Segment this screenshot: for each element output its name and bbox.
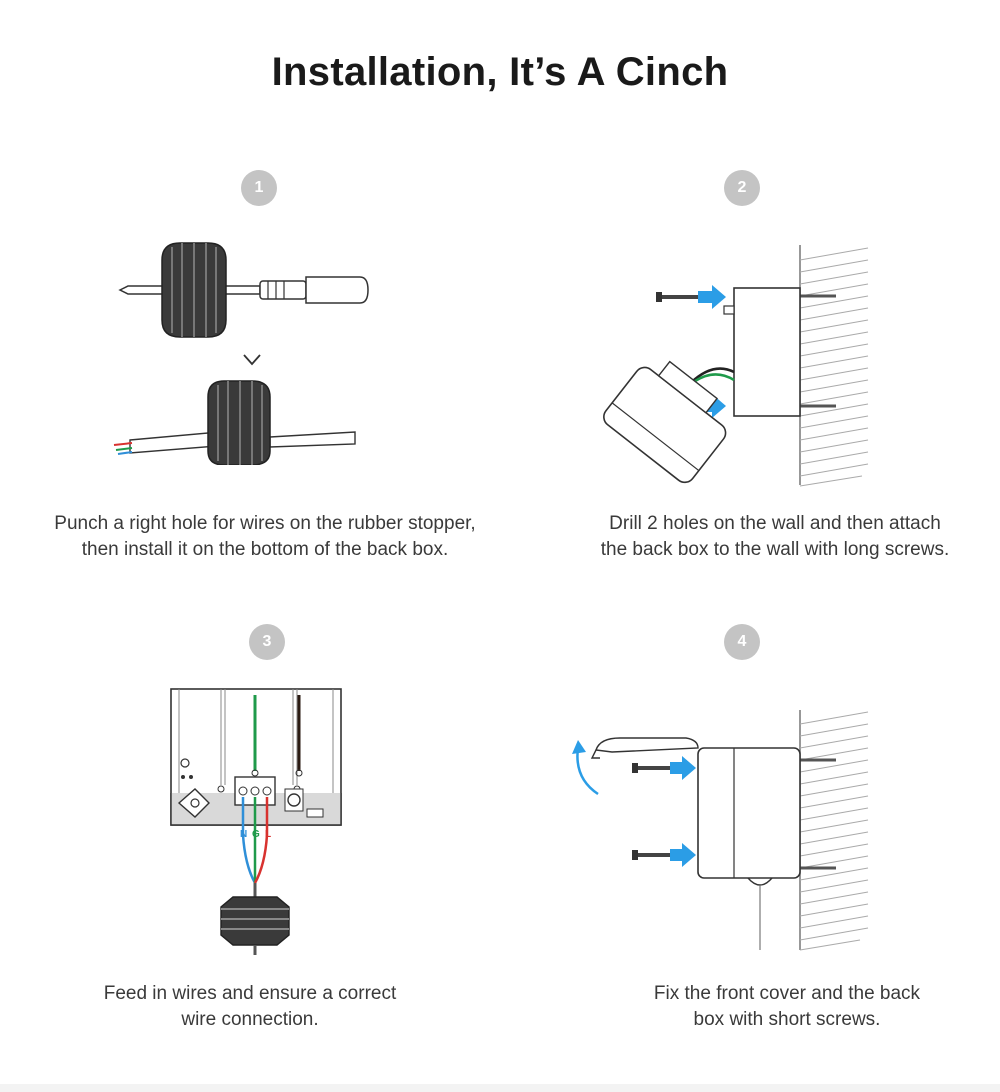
caption-line: Fix the front cover and the back — [653, 983, 921, 1004]
step-number-badge: 3 — [249, 624, 285, 660]
wall-icon — [799, 710, 869, 951]
rubber-stopper-icon — [161, 242, 227, 338]
step-caption: Feed in wires and ensure a correct wire … — [0, 981, 500, 1033]
red-wire — [253, 797, 269, 884]
rubber-stopper-illustration — [113, 242, 369, 465]
arrow-right-icon — [698, 285, 726, 309]
front-cover-icon — [590, 737, 699, 759]
caption-line: wire connection. — [181, 1009, 319, 1030]
caption-line: Drill 2 holes on the wall and then attac… — [609, 513, 941, 534]
caption-line: Punch a right hole for wires on the rubb… — [54, 513, 476, 534]
wire-label: N — [240, 829, 247, 840]
back-box-icon — [697, 747, 801, 950]
front-module-icon — [603, 360, 727, 484]
screwdriver-icon — [118, 276, 369, 304]
wall-mount-illustration — [603, 245, 869, 487]
rubber-stopper-icon — [207, 380, 271, 465]
back-box-icon — [733, 287, 801, 417]
blue-wire — [241, 797, 257, 884]
chevron-down-icon — [243, 354, 261, 366]
wire-label: G — [252, 829, 260, 840]
cable-icon — [113, 430, 356, 455]
screw-icon — [656, 292, 702, 302]
wiring-illustration: N G L — [170, 688, 342, 955]
step-number-badge: 4 — [724, 624, 760, 660]
wall-icon — [799, 245, 869, 487]
screw-icon — [632, 850, 672, 860]
caption-line: then install it on the bottom of the bac… — [81, 539, 449, 560]
step-number-badge: 1 — [241, 170, 277, 206]
bottom-divider — [0, 1084, 1000, 1092]
terminal-block-icon — [234, 776, 276, 806]
page-title: Installation, It’s A Cinch — [271, 50, 729, 94]
rubber-stopper-icon — [220, 896, 290, 946]
caption-line: box with short screws. — [693, 1009, 881, 1030]
step-number-badge: 2 — [724, 170, 760, 206]
wire-label: L — [265, 829, 271, 840]
cover-fixing-illustration — [572, 710, 869, 951]
step-caption: Punch a right hole for wires on the rubb… — [15, 511, 515, 563]
arrow-right-icon — [670, 756, 696, 780]
arrow-right-icon — [670, 843, 696, 867]
caption-line: the back box to the wall with long screw… — [600, 539, 950, 560]
screw-icon — [632, 763, 672, 773]
step-caption: Drill 2 holes on the wall and then attac… — [525, 511, 1000, 563]
rotate-arrow-icon — [576, 747, 599, 796]
step-caption: Fix the front cover and the back box wit… — [537, 981, 1000, 1033]
caption-line: Feed in wires and ensure a correct — [103, 983, 397, 1004]
